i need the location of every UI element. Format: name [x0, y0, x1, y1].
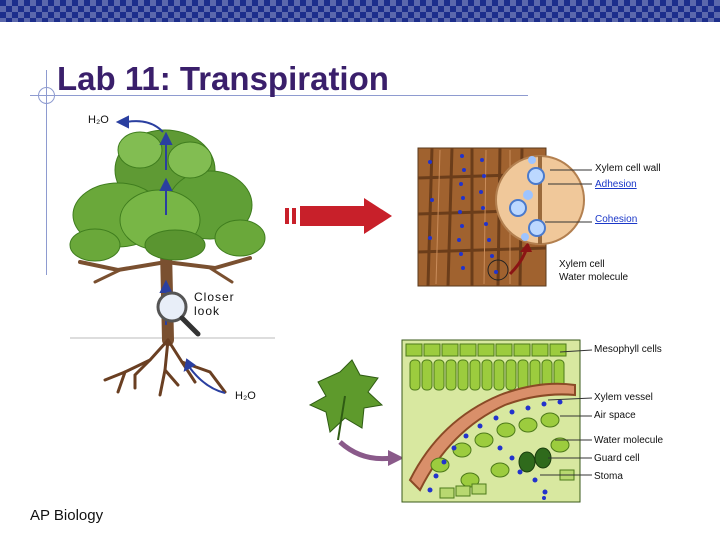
magnifier-icon — [156, 291, 201, 337]
pointer-arrow — [285, 198, 392, 234]
leaf-zoom-arrow — [338, 440, 393, 462]
slide-title: Lab 11: Transpiration — [57, 60, 389, 97]
label-xylem-cell: Xylem cell — [559, 259, 605, 270]
leaf-cross-section — [401, 339, 581, 503]
label-guard-cell: Guard cell — [594, 453, 640, 464]
label-xylem-cell-wall: Xylem cell wall — [595, 163, 661, 174]
decor-horizontal-line — [30, 95, 528, 96]
closer-look-label: Closer look — [194, 290, 235, 318]
label-water-molecule-top: Water molecule — [559, 272, 629, 283]
label-water-molecule-leaf: Water molecule — [594, 435, 664, 446]
leaf-leader-lines — [540, 349, 593, 476]
label-adhesion: Adhesion — [595, 179, 637, 190]
footer-course: AP Biology — [30, 507, 104, 524]
leaf-icon — [308, 359, 384, 441]
h2o-top-label: H₂O — [88, 114, 109, 126]
label-xylem-vessel: Xylem vessel — [594, 392, 653, 403]
h2o-bottom-label: H₂O — [235, 390, 256, 402]
decor-vertical-line — [46, 70, 47, 275]
leaf-zoom-arrowhead — [388, 450, 404, 466]
closer-look-line1: Closer — [194, 290, 235, 304]
closer-look-line2: look — [194, 304, 221, 318]
tree-canopy — [69, 129, 266, 262]
xylem-leader-lines — [545, 169, 592, 223]
banner-pattern — [0, 0, 720, 22]
top-banner — [0, 0, 720, 22]
tree-roots — [103, 338, 227, 397]
label-air-space: Air space — [594, 410, 636, 421]
label-stoma: Stoma — [594, 471, 623, 482]
xylem-zoom-circle — [495, 155, 585, 245]
label-cohesion: Cohesion — [595, 214, 638, 225]
label-mesophyll-cells: Mesophyll cells — [594, 344, 662, 355]
decor-crosshair-icon — [38, 87, 55, 104]
